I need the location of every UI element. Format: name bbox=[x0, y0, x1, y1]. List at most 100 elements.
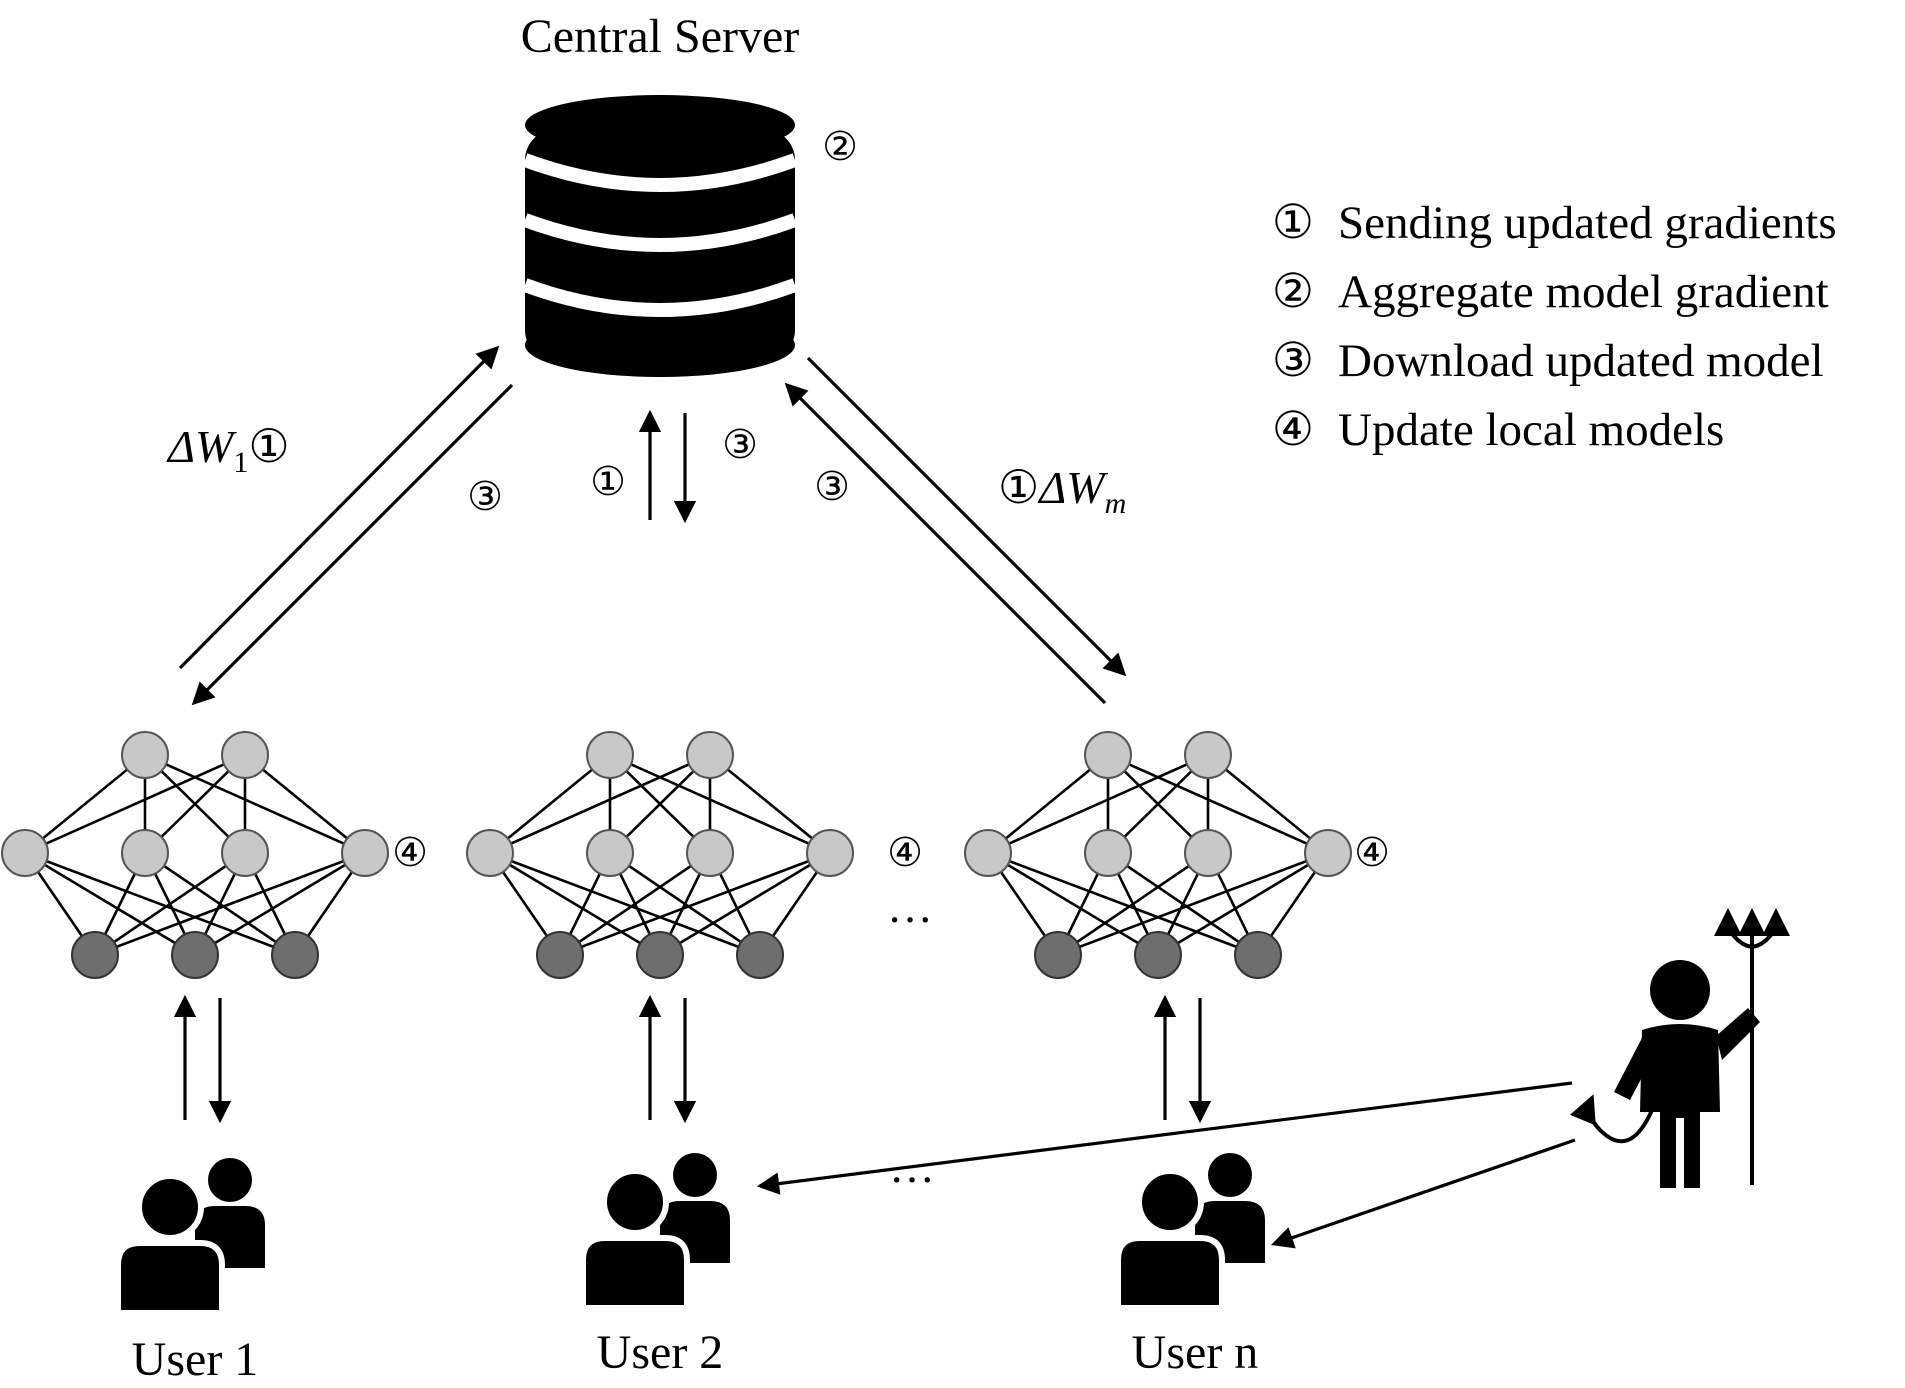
nn-edge bbox=[489, 851, 661, 957]
user-group-icon bbox=[1115, 1153, 1265, 1311]
label-center-upload: ① bbox=[590, 459, 626, 504]
nn-edge bbox=[559, 851, 711, 957]
nn-node-input bbox=[636, 931, 684, 979]
nn-edge bbox=[194, 851, 366, 957]
nn-node-input bbox=[71, 931, 119, 979]
nn-edge bbox=[559, 851, 831, 957]
nn-node-input bbox=[536, 931, 584, 979]
nn-node-input bbox=[736, 931, 784, 979]
ellipsis-models: ··· bbox=[887, 894, 933, 945]
legend: ① Sending updated gradients ② Aggregate … bbox=[1272, 197, 1837, 456]
legend-item-2: Aggregate model gradient bbox=[1338, 266, 1829, 318]
nn-node-output bbox=[686, 731, 734, 779]
user-group-icon bbox=[580, 1153, 730, 1311]
nn-node-output bbox=[221, 731, 269, 779]
nn-edge bbox=[987, 851, 1259, 957]
users bbox=[115, 1153, 1265, 1316]
legend-item-1: Sending updated gradients bbox=[1338, 197, 1837, 249]
nn-node-hidden bbox=[686, 829, 734, 877]
arrow-server-to-user1 bbox=[191, 383, 514, 706]
legend-item-4: Update local models bbox=[1338, 404, 1724, 456]
local-models: ④ ④ ④ bbox=[1, 731, 1390, 979]
nn-edge bbox=[1107, 753, 1329, 855]
neural-network: ④ bbox=[1, 731, 428, 979]
nn-edge bbox=[489, 753, 611, 855]
nn-node-hidden bbox=[466, 829, 514, 877]
nn-node-hidden bbox=[341, 829, 389, 877]
nn-node-hidden bbox=[121, 829, 169, 877]
database-icon bbox=[522, 95, 798, 377]
nn-edge bbox=[24, 851, 296, 957]
nn-edge bbox=[24, 753, 246, 855]
nn-node-input bbox=[271, 931, 319, 979]
delta-w1-text: ΔW bbox=[166, 421, 237, 472]
user-label-2: User 2 bbox=[597, 1326, 724, 1379]
nn-edge bbox=[24, 851, 196, 957]
legend-item-3: Download updated model bbox=[1338, 335, 1824, 387]
server-title: Central Server bbox=[521, 10, 800, 63]
nn-edge bbox=[244, 753, 366, 855]
nn-edge bbox=[1057, 851, 1209, 957]
nn-edge bbox=[987, 753, 1109, 855]
nn-node-input bbox=[1034, 931, 1082, 979]
neural-network: ④ bbox=[964, 731, 1390, 979]
legend-marker-1: ① bbox=[1272, 197, 1314, 249]
nn-node-output bbox=[1184, 731, 1232, 779]
nn-node-output bbox=[121, 731, 169, 779]
nn-edge bbox=[1207, 753, 1329, 855]
nn-edge bbox=[987, 753, 1209, 855]
nn-node-hidden bbox=[964, 829, 1012, 877]
nn-edge bbox=[609, 753, 831, 855]
legend-marker-4: ④ bbox=[1272, 404, 1314, 456]
delta-w1-marker: ① bbox=[248, 421, 289, 472]
arrow-server-to-usern bbox=[806, 356, 1127, 677]
nn-node-hidden bbox=[586, 829, 634, 877]
arrow-usern-to-server bbox=[784, 382, 1107, 705]
user-model-arrows bbox=[173, 994, 1212, 1124]
label-delta-wm: ①ΔWm bbox=[998, 462, 1126, 520]
delta-wm-marker: ① bbox=[998, 462, 1039, 513]
label-left-download: ③ bbox=[467, 474, 503, 519]
legend-marker-3: ③ bbox=[1272, 335, 1314, 387]
user-label-1: User 1 bbox=[132, 1333, 259, 1386]
nn-edge bbox=[1157, 851, 1329, 957]
label-right-download: ③ bbox=[814, 464, 850, 509]
nn-edge bbox=[1057, 851, 1329, 957]
attack-arrow-user2 bbox=[756, 1081, 1573, 1195]
delta-wm-text: ΔW bbox=[1037, 462, 1108, 513]
nn-node-hidden bbox=[806, 829, 854, 877]
nn-edge bbox=[709, 753, 831, 855]
nn-edge bbox=[489, 753, 711, 855]
nn-edge bbox=[94, 851, 366, 957]
nn-edge bbox=[144, 753, 366, 855]
attacker-icon bbox=[1569, 908, 1790, 1188]
nn-step-marker: ④ bbox=[1354, 830, 1390, 875]
legend-marker-2: ② bbox=[1272, 266, 1314, 318]
label-delta-w1: ΔW1① bbox=[166, 421, 290, 479]
delta-wm-sub: m bbox=[1105, 487, 1127, 520]
nn-node-input bbox=[171, 931, 219, 979]
nn-node-hidden bbox=[221, 829, 269, 877]
neural-network: ④ bbox=[466, 731, 923, 979]
nn-node-hidden bbox=[1084, 829, 1132, 877]
nn-edge bbox=[489, 851, 761, 957]
attack-arrow-usern bbox=[1270, 1138, 1576, 1249]
nn-node-hidden bbox=[1304, 829, 1352, 877]
nn-node-input bbox=[1134, 931, 1182, 979]
nn-edge bbox=[659, 851, 831, 957]
nn-node-output bbox=[1084, 731, 1132, 779]
nn-node-input bbox=[1234, 931, 1282, 979]
ellipsis-users: ··· bbox=[889, 1154, 935, 1205]
delta-w1-sub: 1 bbox=[233, 446, 248, 479]
arrow-user1-to-server bbox=[178, 345, 500, 670]
user-label-n: User n bbox=[1132, 1326, 1259, 1379]
nn-step-marker: ④ bbox=[392, 830, 428, 875]
label-center-download: ③ bbox=[722, 422, 758, 467]
nn-step-marker: ④ bbox=[887, 830, 923, 875]
nn-edge bbox=[24, 753, 146, 855]
user-group-icon bbox=[115, 1158, 265, 1316]
nn-edge bbox=[987, 851, 1159, 957]
nn-node-hidden bbox=[1184, 829, 1232, 877]
nn-node-output bbox=[586, 731, 634, 779]
